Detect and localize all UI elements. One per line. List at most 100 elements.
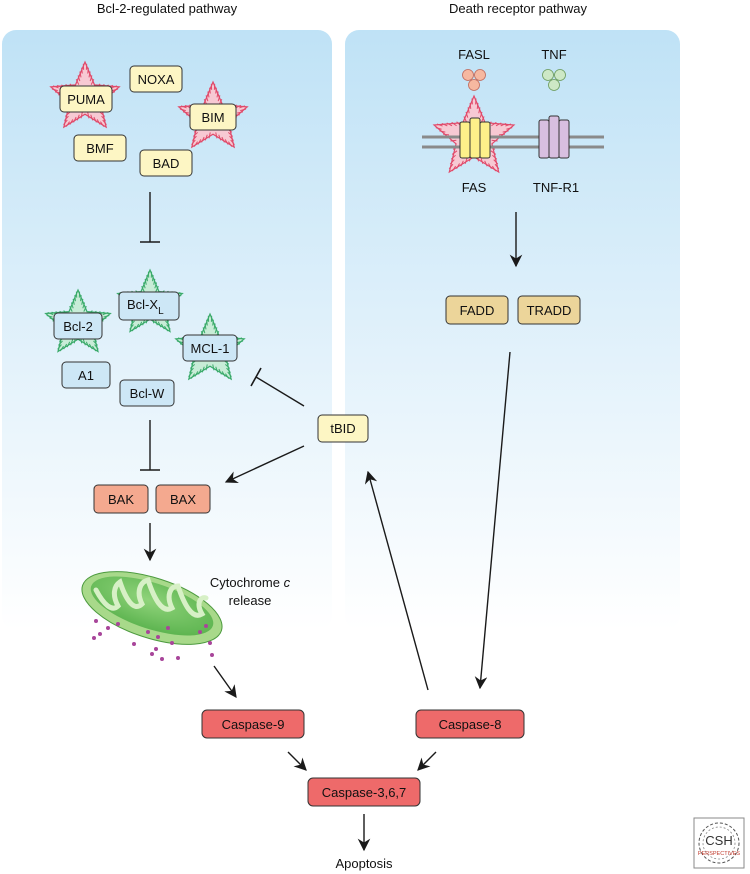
fas-label: FAS [462,180,487,195]
starburst-hatch [506,127,513,130]
starburst-hatch [463,116,467,123]
starburst-hatch [240,108,247,112]
starburst-hatch [206,319,208,326]
starburst-hatch [224,139,229,145]
tradd-box: TRADD [517,295,581,325]
cytochrome-c-italic: c [284,575,291,590]
starburst-hatch [205,364,208,371]
cell-membrane [422,135,604,149]
starburst-hatch [226,367,231,373]
starburst-hatch [102,119,107,125]
bclw-box: Bcl-W [119,379,175,407]
starburst-hatch [155,285,159,292]
starburst-hatch [112,88,119,92]
starburst-hatch [190,373,195,379]
starburst-hatch [490,150,497,155]
caspase367-label: Caspase-3,6,7 [322,785,407,800]
starburst-hatch [57,344,62,350]
logo-text-perspectives: PERSPECTIVES [698,851,741,857]
starburst-hatch [435,127,442,130]
starburst-hatch [500,122,507,127]
antiapoptotic-inhibits-bakbax [140,420,160,471]
starburst-hatch [479,111,483,118]
starburst-hatch [225,373,230,379]
starburst-hatch [131,325,136,332]
starburst-hatch [213,323,216,330]
starburst-hatch [202,327,206,334]
starburst-hatch [153,278,156,285]
starburst-hatch [217,95,221,102]
starburst-hatch [228,141,233,147]
starburst-hatch [51,88,58,92]
tbid-inhibits-antiapoptotic [250,367,305,407]
starburst-hatch [146,275,148,282]
starburst-hatch [182,111,190,114]
starburst-hatch [439,130,446,133]
starburst-hatch [80,112,83,119]
starburst-hatch [130,320,135,326]
starburst-hatch [218,134,222,141]
starburst-hatch [192,131,198,137]
starburst-hatch [92,345,97,352]
starburst-hatch [52,85,59,89]
mcl1-box: MCL-1 [182,334,238,362]
starburst-hatch [460,160,464,167]
starburst-hatch [208,132,211,139]
starburst-hatch [239,105,246,109]
tnf-ligand-icon [542,69,566,91]
starburst-hatch [225,363,231,369]
starburst-hatch [498,133,506,136]
starburst-hatch [456,163,460,169]
fadd-label: FADD [460,303,495,318]
casp8-to-tbid-arrow [364,470,429,691]
bax-label: BAX [170,492,196,507]
tbid-box: tBID [317,414,369,443]
bclxl-label: Bcl-XL [127,297,164,317]
starburst-hatch [236,111,244,114]
starburst-hatch [103,315,110,318]
fasl-ligand-icon [462,69,486,91]
bmf-label: BMF [86,141,114,156]
fasl-label: FASL [458,47,490,62]
starburst-hatch [138,321,143,328]
starburst-hatch [193,141,198,147]
starburst-hatch [209,87,211,94]
cytochrome-c-dots [92,619,214,661]
starburst-hatch [111,85,118,89]
starburst-hatch [72,298,75,305]
starburst-hatch [47,312,54,316]
starburst-hatch [46,315,53,318]
release-label: release [229,593,272,608]
starburst-hatch [79,71,82,78]
starburst-hatch [201,136,205,143]
bak-box: BAK [93,484,149,514]
starburst-hatch [82,302,86,309]
starburst-hatch [93,116,97,123]
bcl2-pathway-title: Bcl-2-regulated pathway [97,1,238,16]
bcl2-label: Bcl-2 [63,319,93,334]
starburst-hatch [451,121,457,127]
starburst-hatch [494,163,500,170]
starburst-hatch [480,157,484,164]
starburst-hatch [198,368,202,375]
bclxl-box: Bcl-XL [118,291,180,321]
starburst-hatch [96,119,101,125]
starburst-hatch [492,154,498,160]
starburst-hatch [478,107,481,114]
starburst-hatch [192,135,197,141]
starburst-hatch [476,102,479,109]
bcl2-box: Bcl-2 [53,312,103,340]
starburst-hatch [77,75,81,82]
adaptor-to-casp8-arrow [474,351,511,690]
starburst-hatch [188,371,193,377]
starburst-hatch [201,366,205,373]
starburst-hatch [87,112,90,119]
starburst-hatch [70,339,74,346]
starburst-hatch [446,122,453,127]
tradd-label: TRADD [527,303,572,318]
apoptosis-label: Apoptosis [335,856,393,871]
starburst-hatch [488,163,492,169]
starburst-hatch [59,345,64,352]
starburst-hatch [495,122,502,127]
starburst-hatch [100,121,105,127]
